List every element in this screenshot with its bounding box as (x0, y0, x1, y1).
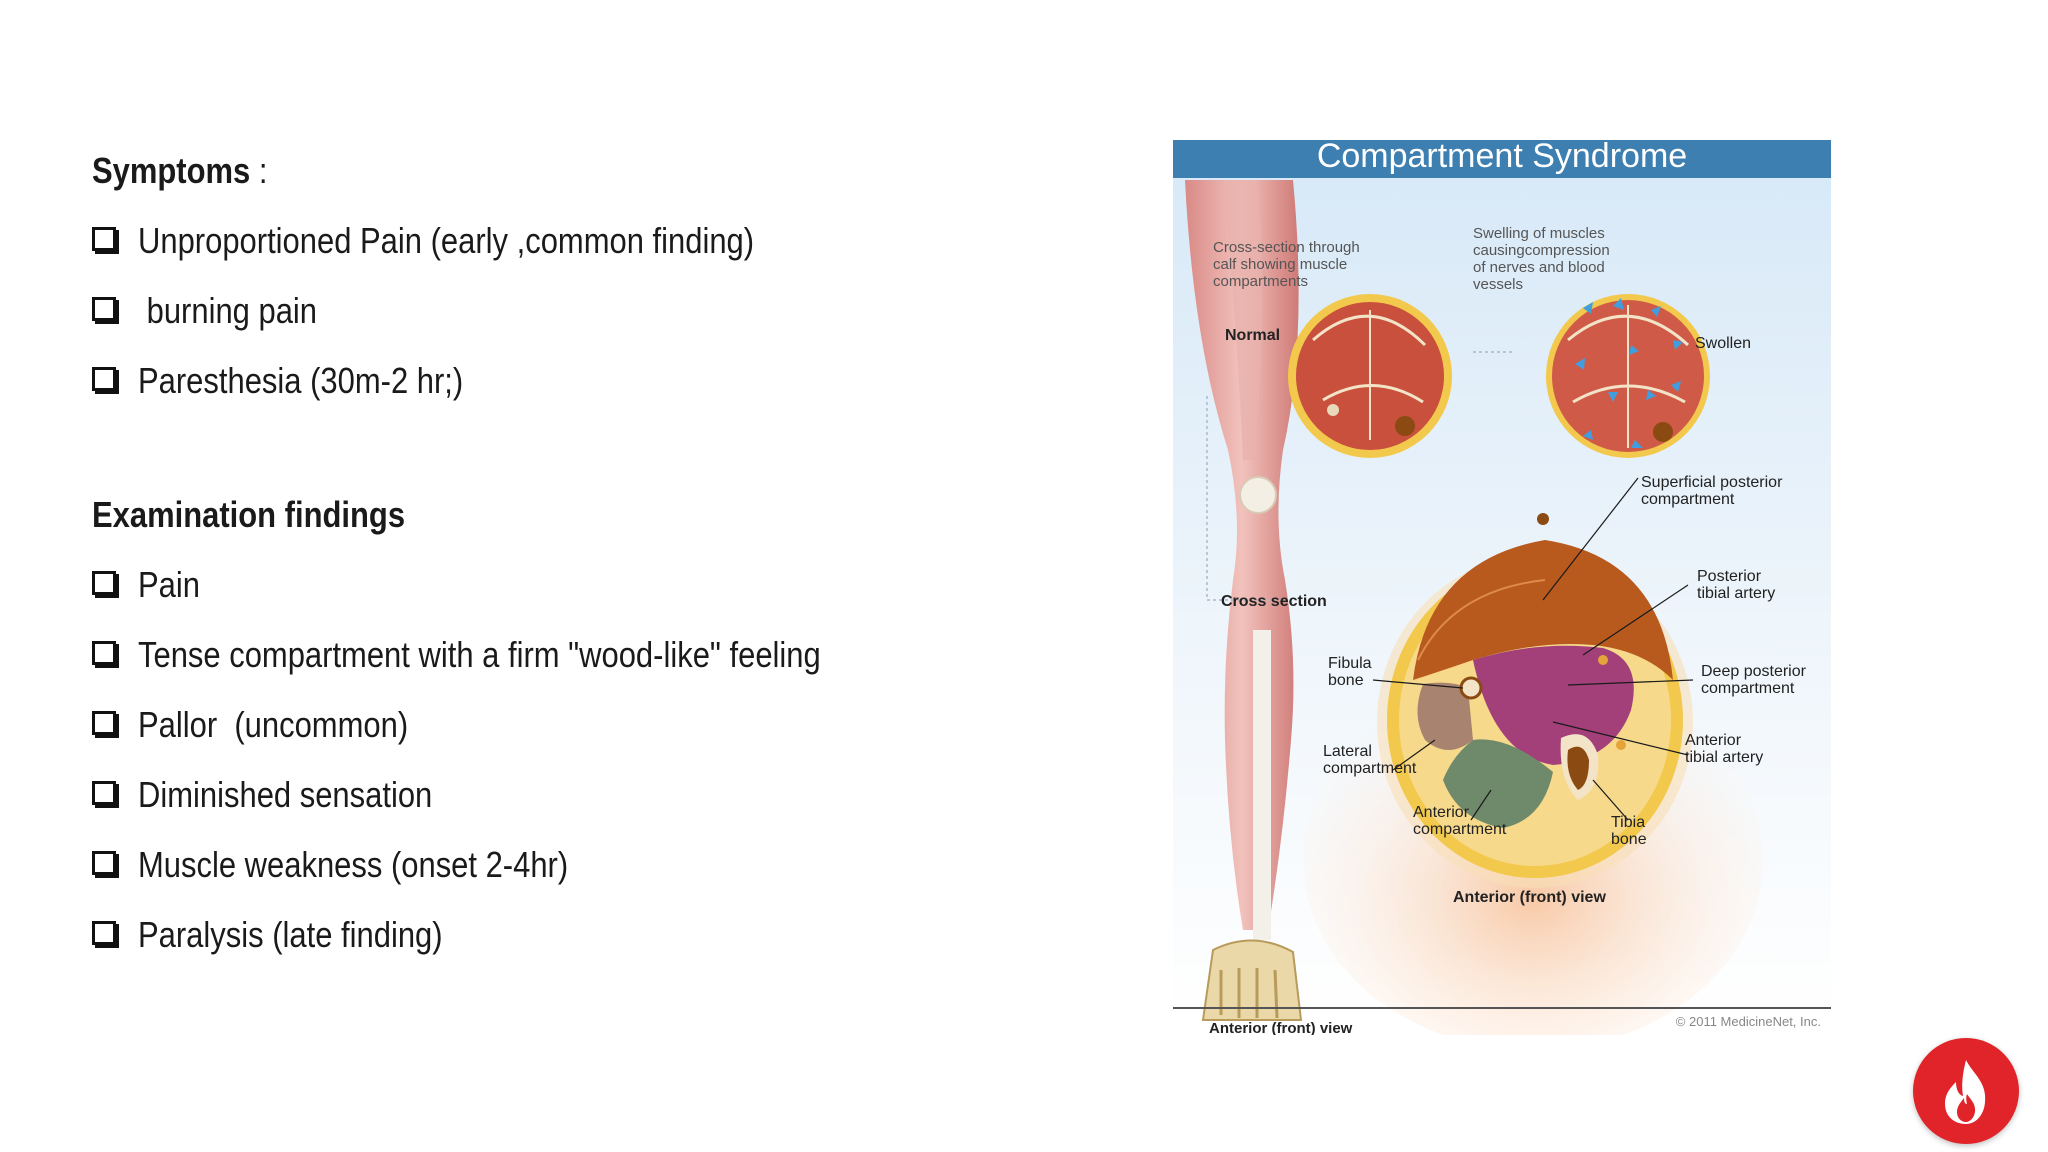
list-item-text: Diminished sensation (138, 774, 432, 816)
normal-label: Normal (1225, 327, 1280, 344)
anterior-tibial-label-line1: Anterior (1685, 732, 1742, 749)
checkbox-icon (92, 297, 116, 321)
list-item-text: Pain (138, 564, 200, 606)
posterior-tibial-label-line2: tibial artery (1697, 585, 1775, 602)
checkbox-icon (92, 851, 116, 875)
checkbox-icon (92, 571, 116, 595)
fibula-label-line2: bone (1328, 672, 1364, 689)
list-item: Muscle weakness (onset 2-4hr) (92, 842, 1092, 888)
cross-section-label: Cross section (1221, 593, 1327, 610)
list-item: Diminished sensation (92, 772, 1092, 818)
symptoms-heading-text: Symptoms (92, 150, 250, 191)
checkbox-icon (92, 921, 116, 945)
anterior-compartment-label-line1: Anterior (1413, 804, 1470, 821)
checkbox-icon (92, 711, 116, 735)
list-item-text: Pallor (uncommon) (138, 704, 408, 746)
posterior-tibial-label-line1: Posterior (1697, 568, 1762, 585)
compartment-syndrome-illustration: Compartment Syndrome (1173, 140, 1831, 1035)
fibula-label-line1: Fibula (1328, 655, 1372, 672)
swollen-cross-section (1546, 294, 1710, 458)
checkbox-icon (92, 641, 116, 665)
list-item: Tense compartment with a firm "wood-like… (92, 632, 1092, 678)
list-item-text: Paresthesia (30m-2 hr;) (138, 360, 463, 402)
symptoms-heading: Symptoms : (92, 148, 952, 194)
symptoms-list: Unproportioned Pain (early ,common findi… (92, 218, 1092, 404)
anterior-compartment-label-line2: compartment (1413, 821, 1507, 838)
cross-section-caption-line3: compartments (1213, 273, 1308, 290)
copyright-text: © 2011 MedicineNet, Inc. (1676, 1014, 1821, 1029)
text-column: Symptoms : Unproportioned Pain (early ,c… (92, 148, 1092, 982)
deep-posterior-label-line1: Deep posterior (1701, 663, 1807, 680)
superficial-posterior-label-line1: Superficial posterior (1641, 474, 1783, 491)
deep-posterior-label-line2: compartment (1701, 680, 1795, 697)
list-item-text: Paralysis (late finding) (138, 914, 443, 956)
list-item: burning pain (92, 288, 1092, 334)
list-item: Pain (92, 562, 1092, 608)
anterior-view-bottom-label: Anterior (front) view (1209, 1020, 1353, 1035)
exam-heading: Examination findings (92, 492, 952, 538)
fire-button[interactable] (1913, 1038, 2019, 1144)
tibia-label-line1: Tibia (1611, 814, 1645, 831)
anterior-tibial-label-line2: tibial artery (1685, 749, 1763, 766)
swollen-label: Swollen (1695, 335, 1751, 352)
figure-title: Compartment Syndrome (1317, 140, 1687, 175)
checkbox-icon (92, 367, 116, 391)
lateral-label-line1: Lateral (1323, 743, 1372, 760)
swelling-caption-line1: Swelling of muscles (1473, 225, 1605, 242)
checkbox-icon (92, 227, 116, 251)
list-item-text: burning pain (138, 290, 317, 332)
checkbox-icon (92, 781, 116, 805)
list-item-text: Tense compartment with a firm "wood-like… (138, 634, 821, 676)
list-item: Unproportioned Pain (early ,common findi… (92, 218, 1092, 264)
superficial-posterior-label-line2: compartment (1641, 491, 1735, 508)
swelling-caption-line2: causingcompression (1473, 242, 1610, 259)
list-item-text: Unproportioned Pain (early ,common findi… (138, 220, 754, 262)
list-item: Paresthesia (30m-2 hr;) (92, 358, 1092, 404)
list-item: Paralysis (late finding) (92, 912, 1092, 958)
tibia-label-line2: bone (1611, 831, 1647, 848)
cross-section-caption-line2: calf showing muscle (1213, 256, 1347, 273)
symptoms-colon: : (250, 150, 267, 191)
exam-list: Pain Tense compartment with a firm "wood… (92, 562, 1092, 958)
list-item-text: Muscle weakness (onset 2-4hr) (138, 844, 568, 886)
anterior-view-label: Anterior (front) view (1453, 889, 1606, 906)
cross-section-caption-line1: Cross-section through (1213, 239, 1360, 256)
normal-cross-section (1288, 294, 1452, 458)
list-item: Pallor (uncommon) (92, 702, 1092, 748)
swelling-caption-line3: of nerves and blood (1473, 259, 1605, 276)
lateral-label-line2: compartment (1323, 760, 1417, 777)
fire-icon (1913, 1038, 2019, 1144)
swelling-caption-line4: vessels (1473, 276, 1523, 293)
